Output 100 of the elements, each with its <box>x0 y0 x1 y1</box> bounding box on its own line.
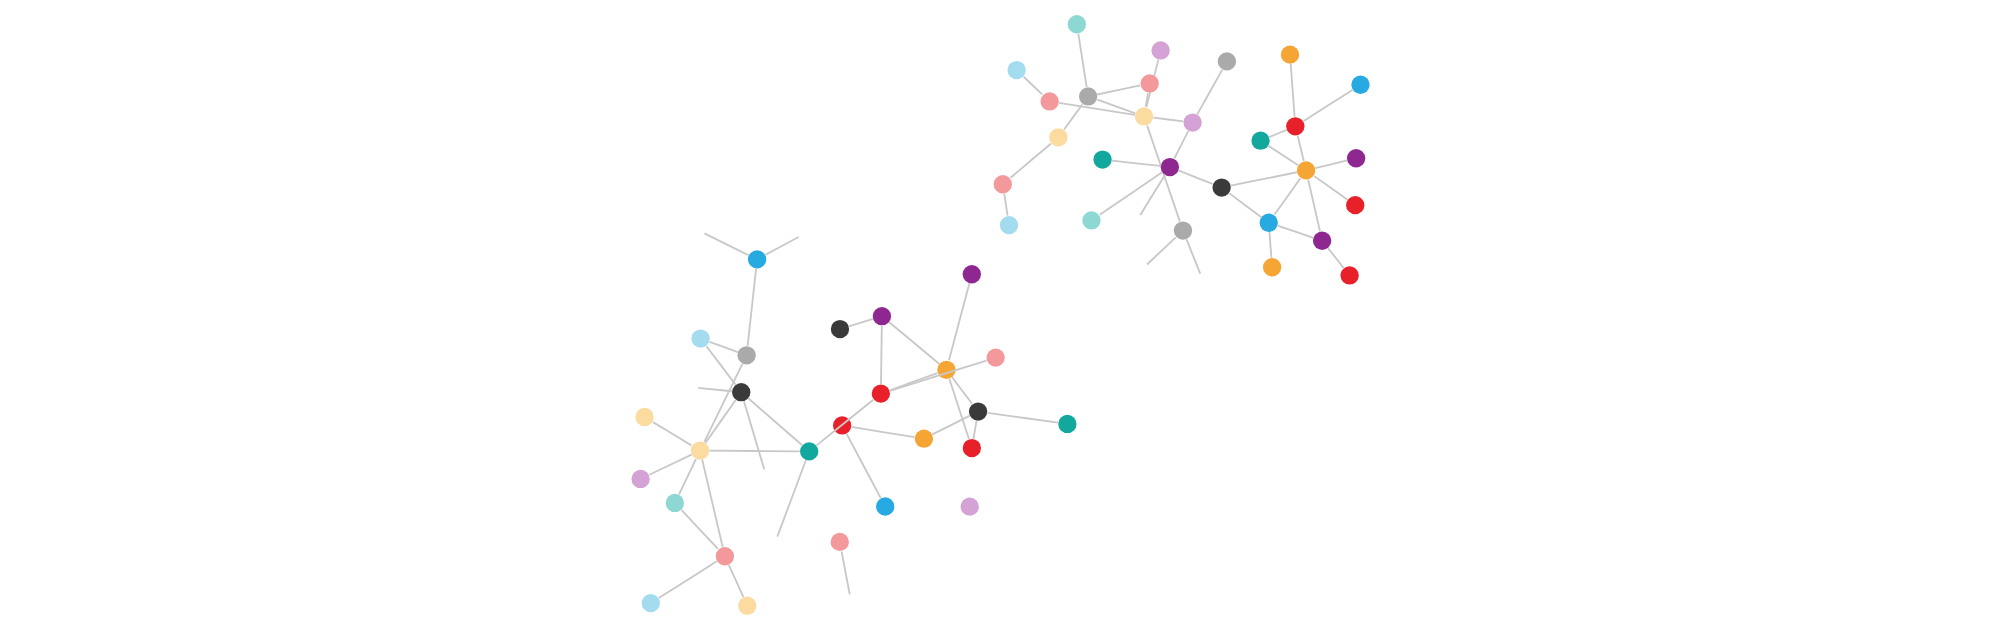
connector <box>742 400 765 471</box>
connector <box>1195 68 1223 116</box>
node-circle <box>1151 41 1170 60</box>
connector <box>1326 247 1345 269</box>
connector <box>947 377 970 440</box>
node-circle <box>1039 92 1059 111</box>
connector <box>1062 103 1083 131</box>
node-circle <box>1217 52 1236 71</box>
connector <box>1267 128 1288 138</box>
node-circle <box>872 307 891 326</box>
connector <box>708 340 739 353</box>
connector <box>746 267 757 347</box>
connector <box>1098 171 1163 216</box>
node-circle <box>1345 195 1364 215</box>
node-circle <box>690 329 710 348</box>
connector <box>647 453 693 476</box>
connector <box>1301 89 1353 123</box>
node-circle <box>1259 213 1278 232</box>
connector <box>1276 224 1314 239</box>
connector <box>1313 159 1348 170</box>
connector <box>1057 102 1136 116</box>
node-circle <box>1160 157 1179 177</box>
connector <box>1266 144 1299 167</box>
node-circle <box>1285 117 1304 136</box>
node-circle <box>736 346 756 365</box>
node-circle <box>690 441 709 460</box>
connector <box>814 398 874 447</box>
connector <box>1145 236 1177 266</box>
node-circle <box>634 407 654 427</box>
connector <box>1138 174 1166 216</box>
node-circle <box>832 416 851 435</box>
connector <box>677 458 697 496</box>
connector <box>887 321 940 365</box>
node-circle <box>1312 231 1331 250</box>
connector <box>1306 178 1321 233</box>
connector <box>986 412 1059 424</box>
connector <box>850 426 916 439</box>
connector <box>1002 192 1008 217</box>
node-circle <box>1057 414 1077 434</box>
connector <box>763 236 799 256</box>
connector <box>1228 192 1262 219</box>
connector <box>775 459 807 538</box>
connector <box>1296 134 1305 162</box>
node-circle <box>871 384 890 403</box>
connector <box>727 563 744 599</box>
connector <box>1110 159 1161 167</box>
connector <box>1185 238 1201 275</box>
connector <box>704 399 737 444</box>
connector <box>1144 92 1149 108</box>
node-circle <box>962 438 981 458</box>
node-circle <box>960 497 979 516</box>
node-circle <box>1081 211 1101 230</box>
node-circle <box>1078 87 1097 106</box>
connector <box>707 449 801 453</box>
connector <box>847 318 874 328</box>
node-circle <box>731 383 750 402</box>
connector <box>1268 231 1272 259</box>
node-circle <box>914 429 933 448</box>
node-circle <box>747 250 766 269</box>
node-circle <box>665 493 684 513</box>
node-circle <box>715 547 734 566</box>
connector <box>700 458 724 549</box>
connector <box>930 414 971 436</box>
connector <box>1095 84 1141 96</box>
node-circle <box>1346 149 1365 168</box>
connector <box>1172 130 1189 160</box>
node-circle <box>1280 45 1299 64</box>
connector <box>1022 75 1043 96</box>
node-circle <box>1092 150 1112 169</box>
node-circle <box>799 442 818 461</box>
node-circle <box>986 348 1005 367</box>
connector <box>1145 124 1181 223</box>
connector <box>840 550 851 596</box>
node-circle <box>1262 258 1281 277</box>
connector <box>651 421 692 447</box>
node-circle <box>936 360 956 379</box>
connector <box>705 345 736 386</box>
connector <box>657 560 718 599</box>
node-circle <box>1250 131 1270 150</box>
node-circle <box>830 532 849 552</box>
node-circle <box>1048 128 1068 147</box>
connector <box>845 433 882 500</box>
node-circle <box>1140 74 1159 93</box>
node-circle <box>968 402 987 421</box>
connector <box>703 232 750 257</box>
connector <box>947 282 970 362</box>
connector <box>950 376 973 405</box>
connector <box>746 397 803 446</box>
connector <box>888 372 938 392</box>
node-circle <box>630 469 650 489</box>
node-circle <box>1350 75 1370 94</box>
connector <box>1145 58 1159 108</box>
node-circle <box>737 596 756 615</box>
node-circle <box>962 265 981 284</box>
connector <box>1229 171 1298 187</box>
connector <box>1177 169 1213 185</box>
node-circle <box>999 215 1018 235</box>
node-circle <box>993 175 1012 194</box>
connector <box>1273 177 1301 216</box>
connector <box>879 324 883 386</box>
